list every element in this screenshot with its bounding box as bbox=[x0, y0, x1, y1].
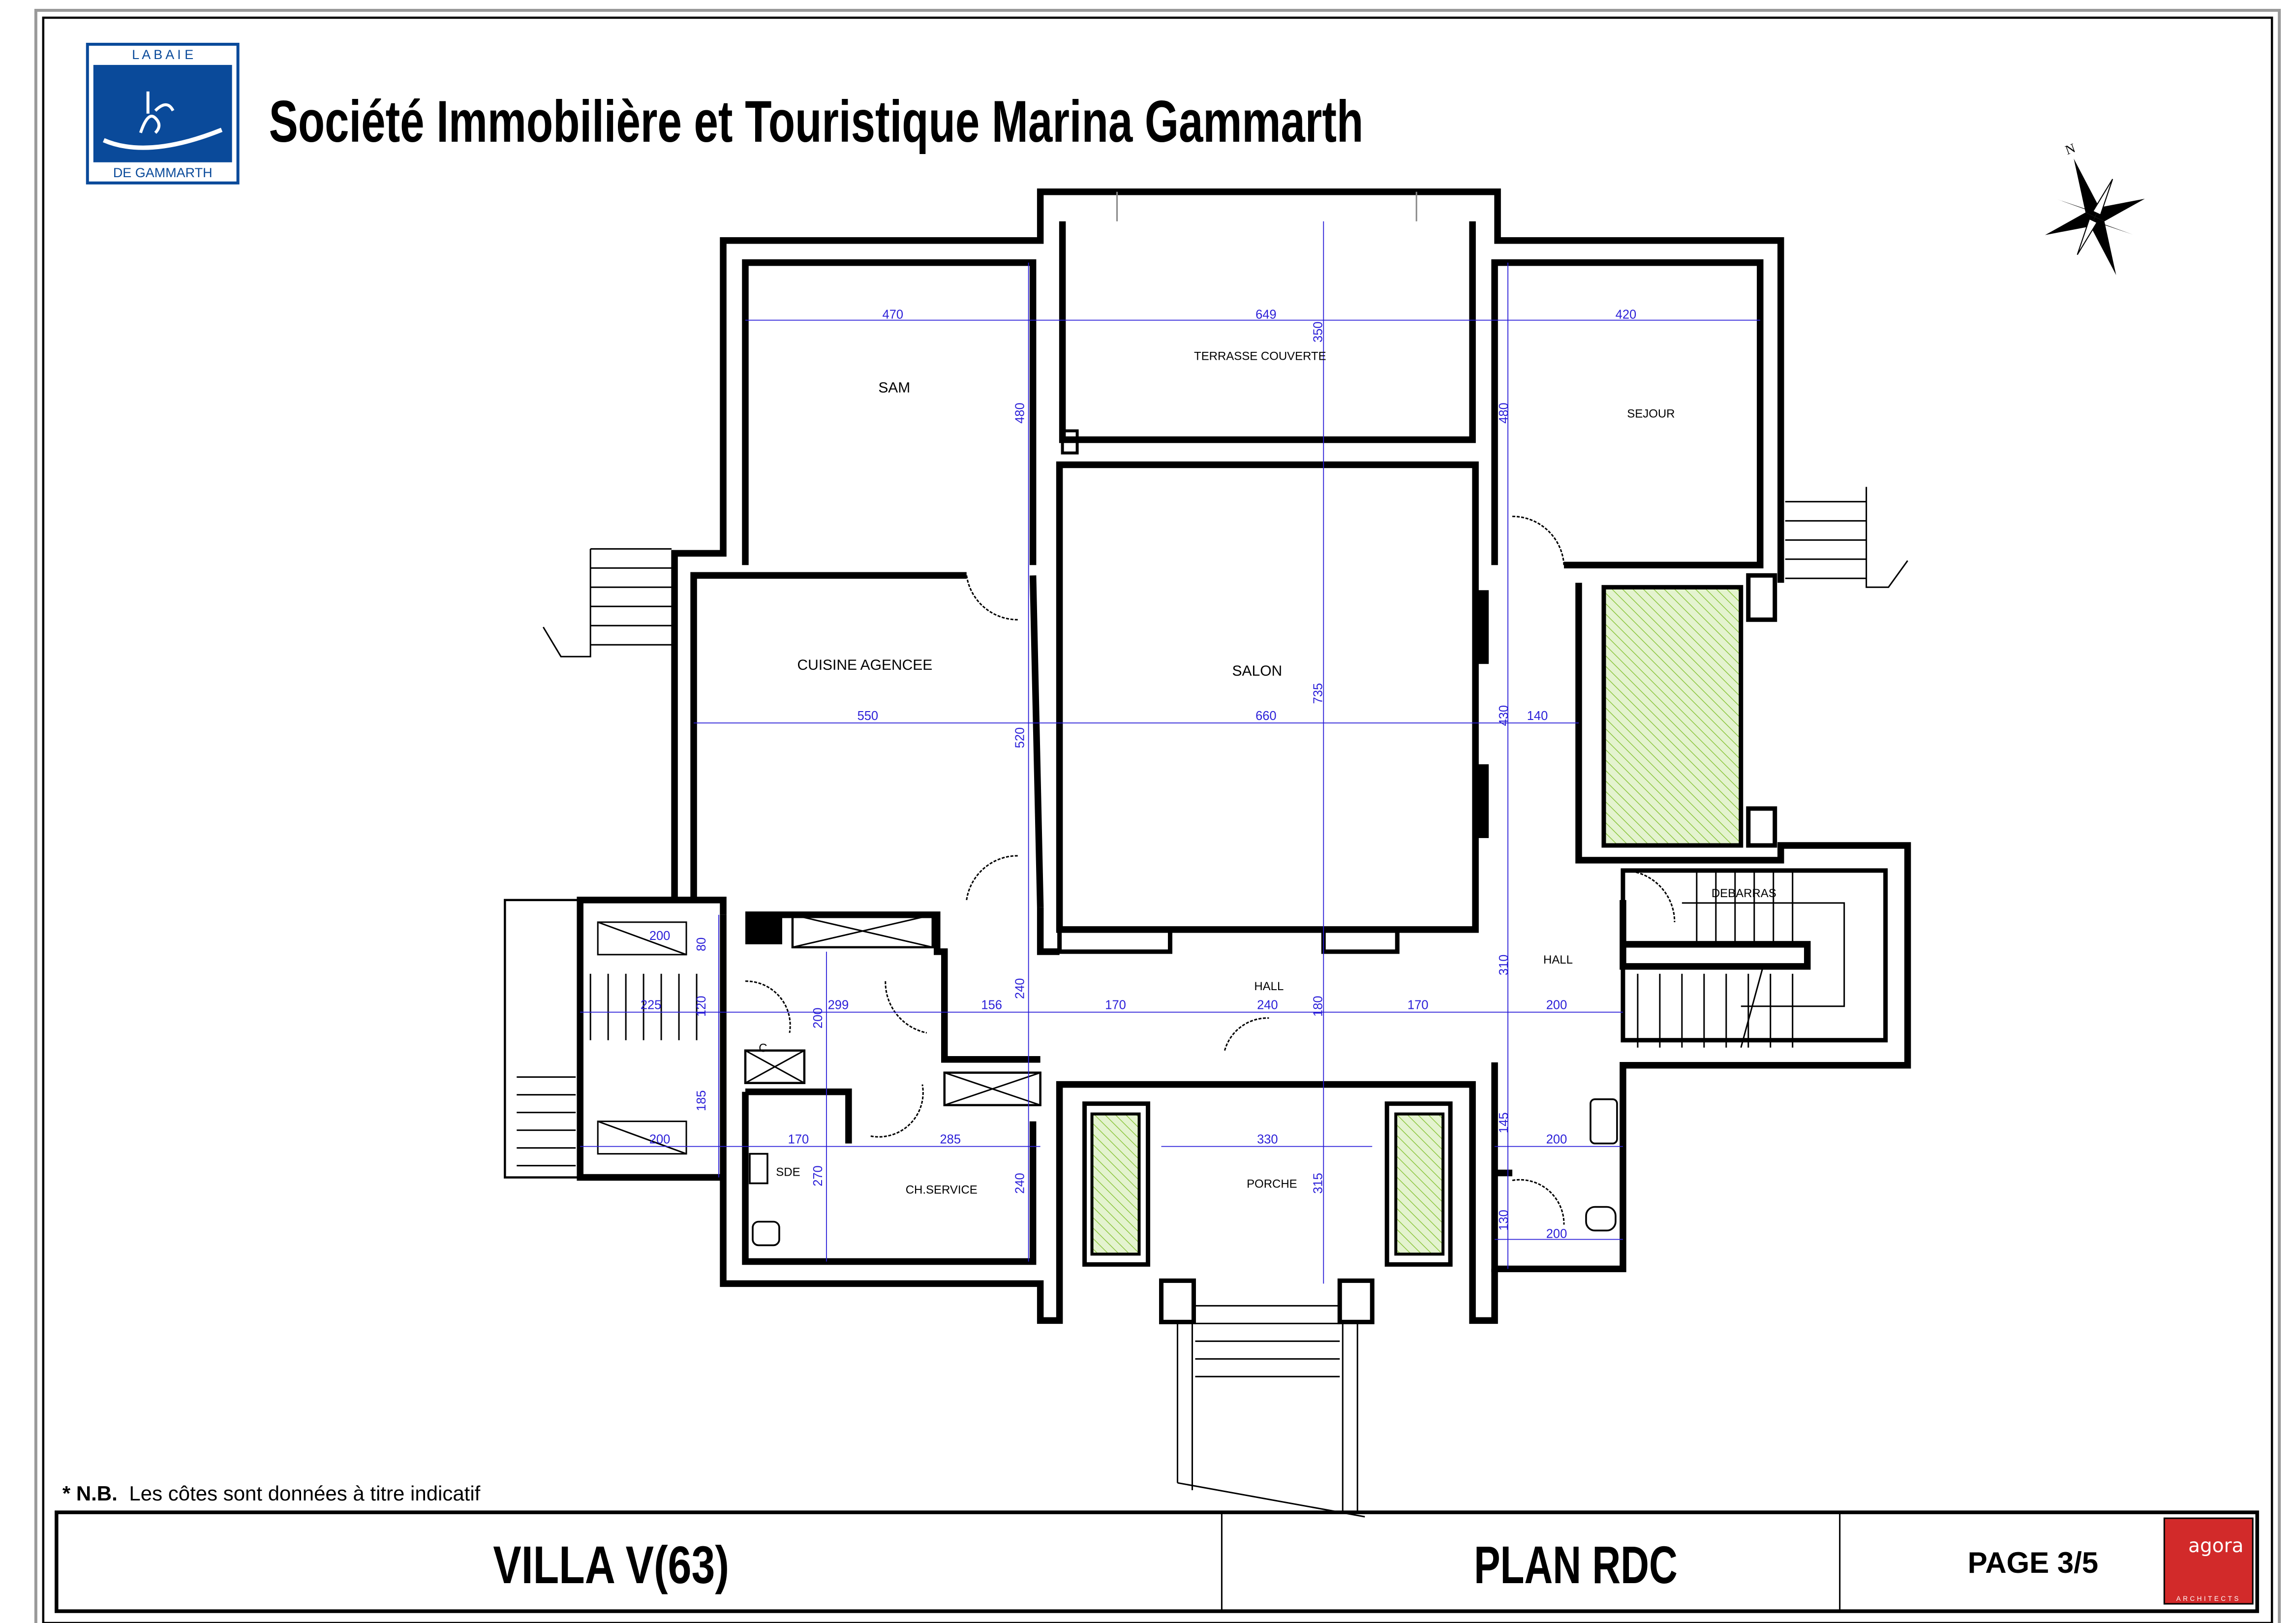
north-compass-icon: N bbox=[2045, 140, 2145, 276]
page-number: PAGE 3/5 bbox=[1968, 1546, 2098, 1579]
dimension-label: 480 bbox=[1497, 403, 1511, 423]
north-label: N bbox=[2063, 140, 2078, 157]
room-label-terrasse: TERRASSE COUVERTE bbox=[1194, 350, 1326, 363]
washbasin-icon bbox=[1590, 1098, 1618, 1145]
dimension-label: 145 bbox=[1497, 1112, 1511, 1133]
company-title: Société Immobilière et Touristique Marin… bbox=[269, 89, 1364, 155]
la-baie-logo: L A B A I E DE GAMMARTH bbox=[86, 42, 240, 185]
dimension-label: 310 bbox=[1497, 955, 1511, 976]
toilet-icon bbox=[1585, 1206, 1617, 1232]
logo-bottom-text: DE GAMMARTH bbox=[113, 165, 213, 180]
dimension-label: 200 bbox=[1546, 1133, 1567, 1147]
room-label-hall-right: HALL bbox=[1543, 953, 1573, 967]
dimension-label: 200 bbox=[1546, 1227, 1567, 1241]
room-label-porche: PORCHE bbox=[1247, 1178, 1297, 1191]
walls bbox=[504, 188, 1911, 1518]
dimension-label: 170 bbox=[1408, 999, 1429, 1012]
dimension-label: 170 bbox=[1105, 999, 1126, 1012]
dimension-labels: 470 649 350 420 480 480 550 660 735 430 … bbox=[641, 308, 1636, 1241]
dimension-label: 200 bbox=[1546, 999, 1567, 1012]
dimension-label: 80 bbox=[695, 937, 708, 951]
dimension-label: 299 bbox=[828, 999, 849, 1012]
dimension-label: 120 bbox=[695, 996, 708, 1017]
dimension-lines bbox=[580, 221, 1760, 1284]
room-label-cuisine: CUISINE AGENCEE bbox=[797, 657, 932, 673]
dimension-label: 520 bbox=[1013, 727, 1027, 748]
svg-text:ARCHITECTS: ARCHITECTS bbox=[2176, 1595, 2241, 1602]
dimension-label: 225 bbox=[641, 999, 662, 1012]
dimension-label: 170 bbox=[788, 1133, 809, 1147]
dimension-label: 200 bbox=[649, 1133, 671, 1147]
room-labels: SAM TERRASSE COUVERTE SEJOUR CUISINE AGE… bbox=[759, 350, 1776, 1197]
dimension-label: 285 bbox=[940, 1133, 961, 1147]
room-label-debarras: DEBARRAS bbox=[1712, 887, 1776, 900]
room-label-salon: SALON bbox=[1232, 663, 1283, 679]
dimension-label: 430 bbox=[1497, 705, 1511, 726]
dimension-label: 240 bbox=[1013, 978, 1027, 999]
dimension-label: 200 bbox=[649, 929, 671, 943]
note-prefix: * N.B. bbox=[62, 1482, 118, 1505]
sheet-name: PLAN RDC bbox=[1474, 1535, 1678, 1594]
room-label-sde: SDE bbox=[776, 1166, 800, 1179]
dimension-label: 649 bbox=[1255, 308, 1277, 322]
porch-planter-right bbox=[1394, 1112, 1445, 1256]
dimension-label: 350 bbox=[1311, 321, 1325, 343]
project-name: VILLA V(63) bbox=[493, 1535, 729, 1594]
dimension-label: 185 bbox=[695, 1090, 708, 1111]
dimension-label: 480 bbox=[1013, 403, 1027, 423]
dimension-label: 660 bbox=[1255, 709, 1277, 723]
planting-area bbox=[1601, 585, 1744, 848]
inner-frame bbox=[42, 16, 2273, 1623]
washbasin-icon bbox=[749, 1153, 768, 1185]
dimension-label: 130 bbox=[1497, 1210, 1511, 1231]
calligraphy-mark bbox=[103, 127, 223, 150]
dimension-label: 330 bbox=[1257, 1133, 1278, 1147]
room-label-sam: SAM bbox=[878, 380, 910, 396]
svg-text:agora: agora bbox=[2188, 1535, 2243, 1557]
dimension-label: 550 bbox=[857, 709, 878, 723]
room-label-ch-service: CH.SERVICE bbox=[906, 1184, 978, 1197]
dimension-label: 140 bbox=[1527, 709, 1548, 723]
note: * N.B. Les côtes sont données à titre in… bbox=[62, 1482, 481, 1505]
logo-top-text: L A B A I E bbox=[132, 47, 193, 62]
dimension-label: 270 bbox=[811, 1165, 825, 1186]
note-text: Les côtes sont données à titre indicatif bbox=[129, 1482, 480, 1505]
room-label-c: C bbox=[759, 1042, 767, 1055]
toilet-icon bbox=[752, 1220, 780, 1247]
agora-architects-logo: agora ARCHITECTS bbox=[2163, 1517, 2254, 1605]
dimension-label: 315 bbox=[1311, 1173, 1325, 1194]
dimension-label: 735 bbox=[1311, 683, 1325, 704]
dimension-label: 470 bbox=[883, 308, 904, 322]
dimension-label: 240 bbox=[1257, 999, 1278, 1012]
title-block: VILLA V(63) PLAN RDC PAGE 3/5 agora ARCH… bbox=[55, 1510, 2259, 1613]
dimension-label: 240 bbox=[1013, 1173, 1027, 1194]
dimension-label: 180 bbox=[1311, 996, 1325, 1017]
porch-planter-left bbox=[1090, 1112, 1141, 1256]
dimension-label: 200 bbox=[811, 1007, 825, 1029]
room-label-sejour: SEJOUR bbox=[1627, 407, 1675, 420]
dimension-label: 156 bbox=[981, 999, 1002, 1012]
outer-frame bbox=[34, 8, 2281, 1623]
room-label-hall-center: HALL bbox=[1254, 980, 1284, 993]
dimension-label: 420 bbox=[1616, 308, 1637, 322]
